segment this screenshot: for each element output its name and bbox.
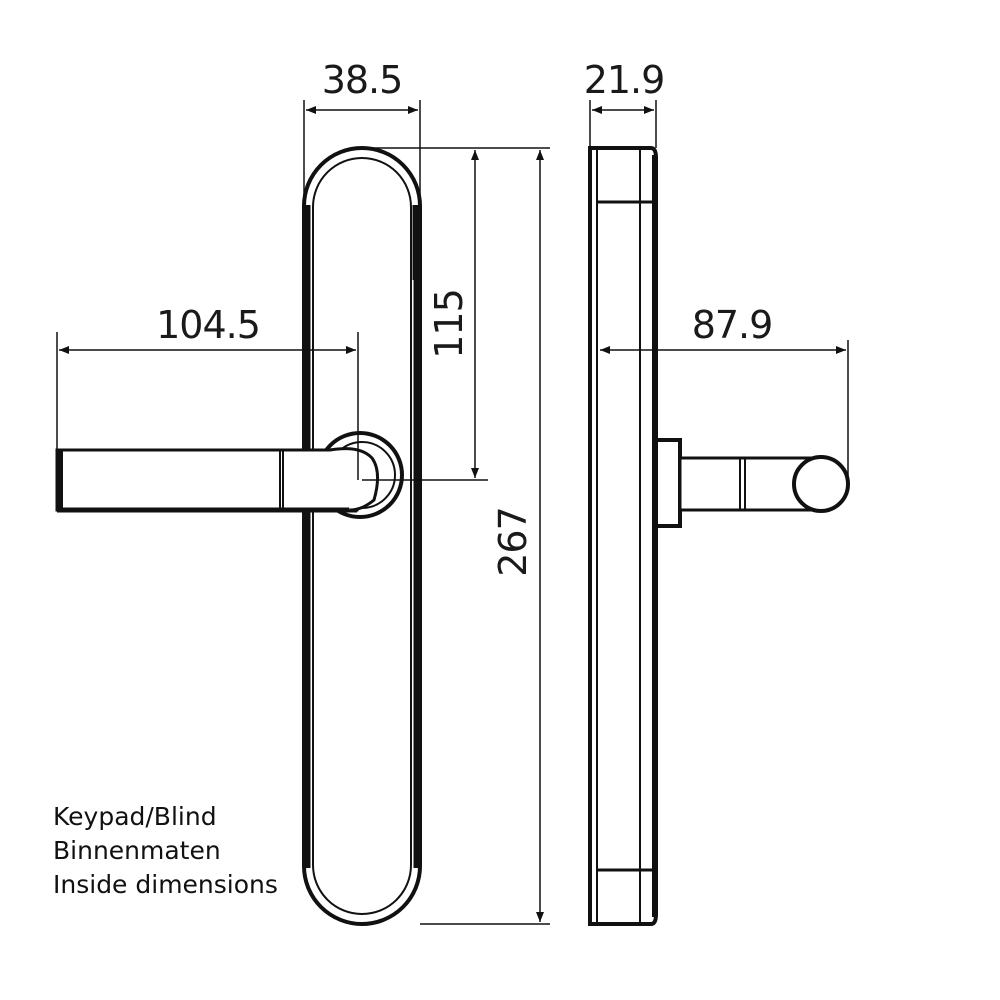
front-backplate	[302, 146, 422, 926]
dim-plate-width: 38.5	[322, 58, 403, 102]
caption: Keypad/Blind Binnenmaten Inside dimensio…	[53, 800, 278, 902]
side-lever-end	[792, 455, 850, 513]
dim-plate-height: 267	[491, 507, 535, 577]
caption-line-3: Inside dimensions	[53, 870, 278, 899]
lever-neck	[329, 447, 379, 512]
dim-plate-depth: 21.9	[584, 58, 665, 102]
backplate-outer	[302, 146, 422, 926]
dimension-lines	[59, 106, 846, 922]
backplate-inner	[312, 157, 412, 915]
caption-line-1: Keypad/Blind	[53, 802, 217, 831]
caption-line-2: Binnenmaten	[53, 836, 221, 865]
front-lever	[55, 431, 404, 519]
extension-lines	[56, 100, 849, 925]
dim-lever-projection: 87.9	[692, 303, 773, 347]
dim-spindle-to-top: 115	[427, 289, 471, 359]
side-rose	[654, 438, 682, 528]
dim-lever-length: 104.5	[156, 303, 260, 347]
side-lever	[654, 438, 850, 528]
lever-bar	[55, 448, 359, 512]
side-backplate	[588, 146, 658, 926]
side-outer	[588, 146, 658, 926]
